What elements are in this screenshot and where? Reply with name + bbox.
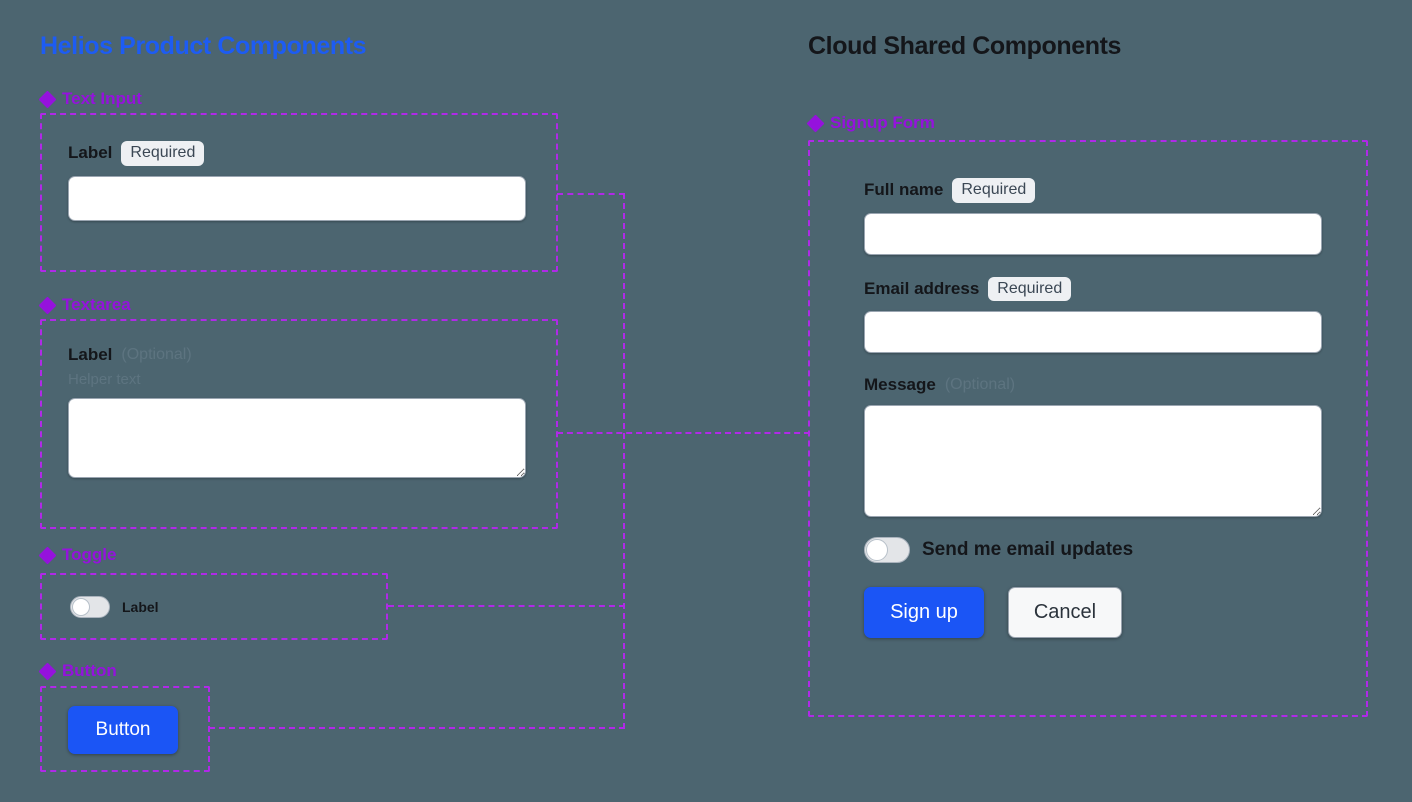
- message-textarea[interactable]: [864, 405, 1322, 518]
- signup-form-actions: Sign up Cancel: [864, 587, 1366, 639]
- left-panel-title: Helios Product Components: [40, 32, 367, 60]
- section-label-text: Button: [62, 661, 117, 680]
- message-label-row: Message (Optional): [864, 375, 1366, 395]
- connector-button: [209, 727, 625, 729]
- connector-textarea: [557, 432, 810, 434]
- textarea-label: Label: [68, 345, 113, 364]
- email-updates-toggle-row: Send me email updates: [864, 537, 1366, 564]
- full-name-label-row: Full name Required: [864, 178, 1366, 203]
- component-box-button: Button: [40, 686, 210, 772]
- section-label-button: Button: [38, 661, 117, 681]
- toggle-switch[interactable]: [70, 596, 110, 618]
- connector-toggle: [388, 605, 625, 607]
- text-input-label-row: Label Required: [68, 141, 556, 166]
- email-address-label: Email address: [864, 278, 980, 298]
- toggle-label: Label: [122, 599, 159, 615]
- text-input-required-badge: Required: [121, 141, 205, 166]
- section-label-textarea: Textarea: [38, 295, 131, 315]
- section-label-toggle: Toggle: [38, 545, 117, 565]
- full-name-label: Full name: [864, 180, 944, 200]
- section-label-text: Toggle: [62, 545, 117, 564]
- email-address-required-badge: Required: [988, 276, 1072, 302]
- toggle-knob: [72, 598, 90, 616]
- diamond-cluster-icon: [38, 662, 57, 680]
- text-input-label: Label: [68, 143, 113, 163]
- connector-vertical-bus: [623, 193, 625, 729]
- diamond-cluster-icon: [806, 114, 825, 132]
- demo-button[interactable]: Button: [68, 706, 178, 754]
- textarea-field[interactable]: [68, 398, 526, 478]
- section-label-text: Text Input: [62, 89, 142, 108]
- diamond-cluster-icon: [38, 90, 57, 108]
- toggle-knob: [866, 539, 888, 562]
- section-label-signup-form: Signup Form: [806, 113, 935, 133]
- toggle-row: Label: [70, 596, 386, 618]
- textarea-helper-text: Helper text: [68, 371, 141, 388]
- textarea-label-row: Label (Optional): [68, 345, 556, 365]
- diamond-cluster-icon: [38, 546, 57, 564]
- connector-text-input: [557, 193, 625, 195]
- email-updates-toggle-switch[interactable]: [864, 537, 910, 564]
- section-label-text: Textarea: [62, 295, 131, 314]
- component-box-textarea: Label (Optional) Helper text: [40, 319, 558, 529]
- sign-up-button[interactable]: Sign up: [864, 587, 984, 639]
- email-updates-toggle-label: Send me email updates: [922, 539, 1134, 561]
- component-box-toggle: Label: [40, 573, 388, 640]
- full-name-input[interactable]: [864, 212, 1322, 255]
- email-address-input[interactable]: [864, 311, 1322, 354]
- diamond-cluster-icon: [38, 296, 57, 314]
- right-panel-title: Cloud Shared Components: [808, 32, 1122, 60]
- textarea-optional-tag: (Optional): [121, 346, 192, 363]
- message-label: Message: [864, 375, 936, 395]
- text-input-field[interactable]: [68, 175, 526, 221]
- component-box-text-input: Label Required: [40, 113, 558, 272]
- cancel-button[interactable]: Cancel: [1008, 587, 1122, 639]
- section-label-text: Signup Form: [830, 113, 935, 132]
- full-name-required-badge: Required: [952, 178, 1036, 203]
- section-label-text-input: Text Input: [38, 89, 142, 109]
- message-optional-tag: (Optional): [944, 376, 1016, 394]
- component-box-signup-form: Full name Required Email address Require…: [808, 140, 1368, 717]
- email-address-label-row: Email address Required: [864, 276, 1366, 302]
